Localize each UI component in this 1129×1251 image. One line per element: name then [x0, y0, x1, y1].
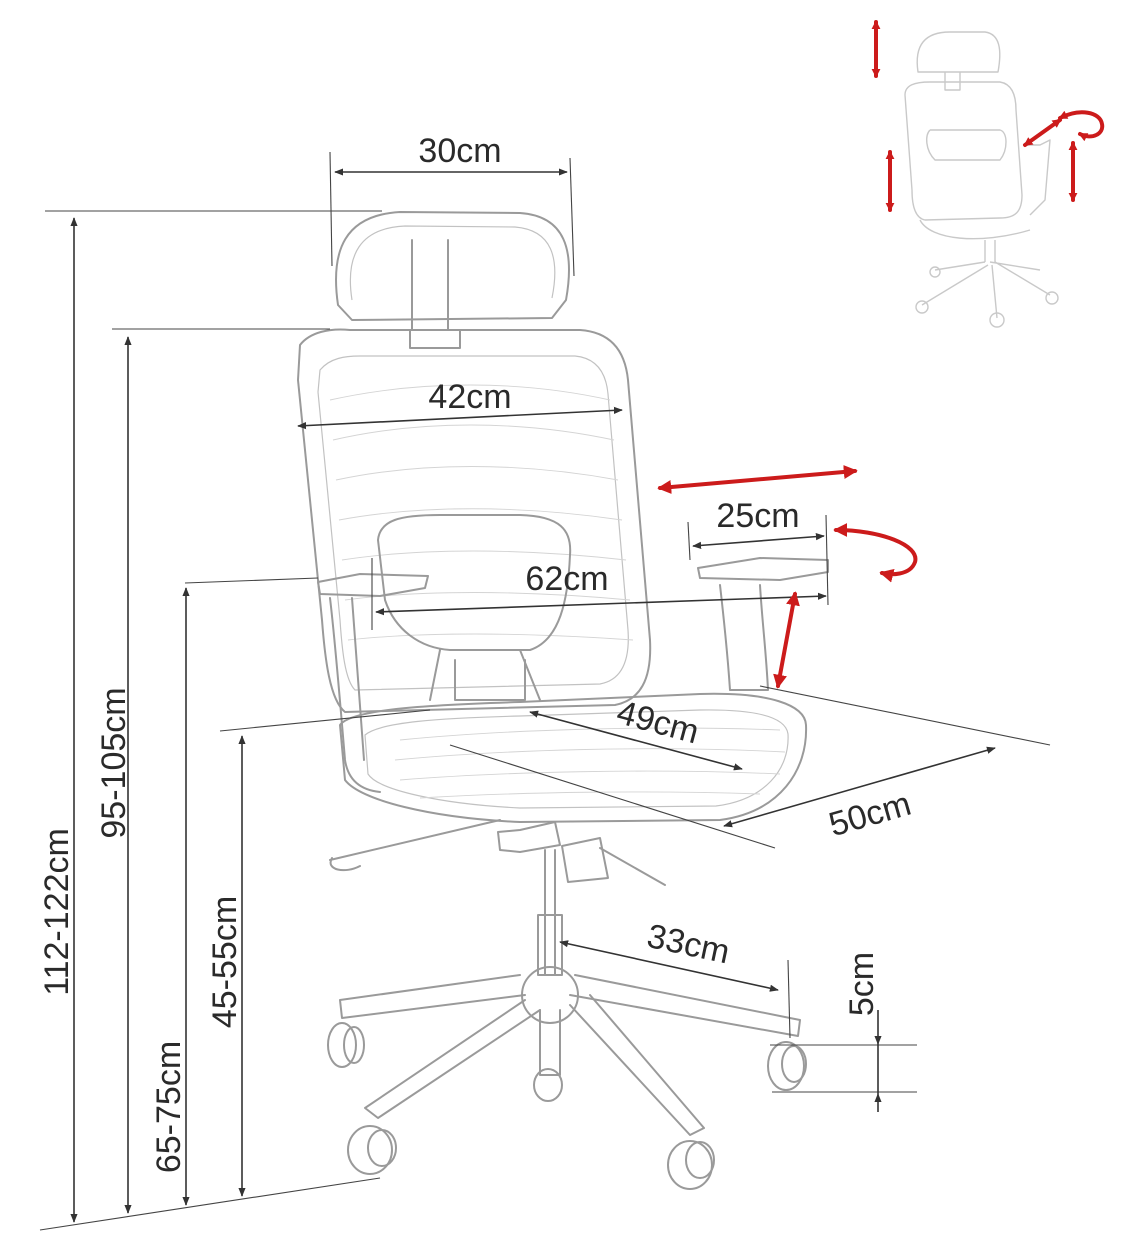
- headrest: [335, 211, 570, 349]
- gas-lift: [329, 819, 666, 976]
- backrest: [297, 328, 652, 713]
- base-radius-arrow: [559, 940, 779, 992]
- backrest-width-arrow: [297, 406, 623, 430]
- seat-width-arrow: [723, 746, 996, 828]
- armrest-height-arrow-icon: [773, 591, 800, 689]
- five-star-base: [339, 966, 801, 1136]
- adjustment-thumbnail: [871, 20, 1105, 328]
- seat-depth-label: 49cm: [613, 693, 703, 751]
- backrest-height-label: 95-105cm: [95, 687, 133, 838]
- armrest-rotation-arrow-icon: [833, 523, 918, 583]
- seat-depth-arrow: [529, 710, 743, 771]
- lumbar-support: [377, 514, 572, 701]
- seat-height-label: 45-55cm: [206, 896, 244, 1028]
- thumb-armrest-rotate-arrow-icon: [1058, 110, 1105, 142]
- armrest-span-arrow: [375, 592, 827, 616]
- dimension-labels: 30cm 42cm 25cm 62cm 49cm 50cm 33cm 5cm 1…: [38, 132, 915, 1173]
- armrest-height-label: 65-75cm: [150, 1041, 188, 1173]
- total-height-label: 112-122cm: [38, 828, 76, 996]
- armrest-depth-label: 25cm: [716, 497, 799, 535]
- headrest-width-label: 30cm: [418, 132, 501, 170]
- armrest-span-label: 62cm: [525, 560, 608, 598]
- right-armrest: [697, 557, 829, 691]
- chair-illustration: [297, 211, 829, 1190]
- backrest-width-label: 42cm: [428, 378, 511, 416]
- thumb-armrest-slide-arrow-icon: [1023, 118, 1062, 147]
- extension-lines: [39, 151, 1051, 1231]
- left-armrest: [317, 573, 429, 793]
- seat: [339, 692, 808, 823]
- caster-height-label: 5cm: [843, 952, 881, 1016]
- adjustment-arrows: [657, 464, 918, 689]
- dimension-arrows: [70, 168, 996, 1223]
- casters: [327, 1022, 807, 1190]
- armrest-depth-arrow: [692, 533, 825, 549]
- armrest-slide-arrow-icon: [657, 464, 858, 495]
